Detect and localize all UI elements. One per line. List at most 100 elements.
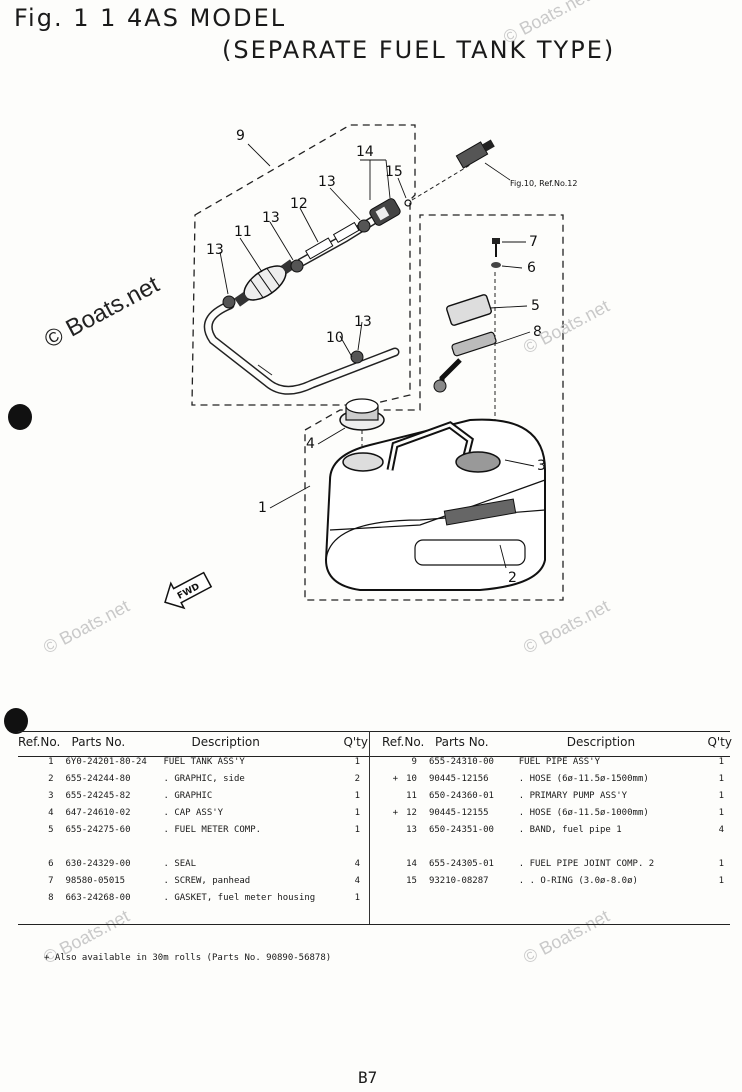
band-13-d <box>350 350 364 364</box>
pipe-12-a <box>305 237 334 260</box>
description-cell: . HOSE (6ø-11.5ø-1000mm) <box>518 807 649 818</box>
ref-note: Fig.10, Ref.No.12 <box>510 179 578 188</box>
description-cell: . HOSE (6ø-11.5ø-1500mm) <box>518 773 649 784</box>
description-cell: . CAP ASS'Y <box>163 807 224 818</box>
pipe-12-b <box>332 221 360 244</box>
callout-15: 15 <box>385 164 403 180</box>
callout-9: 9 <box>236 128 245 144</box>
description-cell: . SEAL <box>163 858 197 869</box>
parts-no-cell: 655-24244-80 <box>65 773 131 784</box>
parts-no-cell <box>429 838 519 855</box>
parts-no-cell: 650-24360-01 <box>428 790 494 801</box>
col-ref-no-right: Ref.No. <box>382 735 425 749</box>
callout-11: 11 <box>234 224 252 240</box>
description-cell: . . O-RING (3.0ø-8.0ø) <box>518 875 638 886</box>
table-row <box>18 838 368 855</box>
ref-no-cell: 7 <box>48 875 54 886</box>
ref-no-cell <box>376 838 429 855</box>
col-description: Description <box>191 735 260 749</box>
parts-no-cell <box>66 838 164 855</box>
table-row: 2 655-24244-80 . GRAPHIC, side 2 <box>18 770 368 787</box>
ref-no-cell: 9 <box>376 753 429 770</box>
replacement-mark: + <box>392 773 399 784</box>
description-cell <box>164 838 333 855</box>
description-cell: . SCREW, panhead <box>163 875 251 886</box>
qty-cell: 1 <box>718 807 724 818</box>
footnote: + Also available in 30m rolls (Parts No.… <box>44 953 332 963</box>
parts-no-cell: 655-24245-82 <box>65 790 131 801</box>
description-cell <box>519 838 698 855</box>
table-divider <box>369 731 370 924</box>
qty-cell: 1 <box>354 892 360 903</box>
ref-no-cell: 14 <box>376 855 429 872</box>
qty-cell: 2 <box>354 773 360 784</box>
callout-1: 1 <box>258 500 267 516</box>
ref-no-cell: 13 <box>376 821 429 838</box>
screw-7 <box>492 238 500 257</box>
exploded-parts-diagram: Fig.10, Ref.No.12 FWD <box>164 124 578 610</box>
table-header-rule <box>18 756 730 757</box>
table-top-rule <box>18 731 730 732</box>
ref-no-cell: 5 <box>48 824 54 835</box>
ref-no-value: 11 <box>406 790 417 801</box>
ref-no-cell: 2 <box>48 773 54 784</box>
parts-no-cell: 647-24610-02 <box>65 807 131 818</box>
replacement-mark: + <box>392 807 399 818</box>
fwd-arrow: FWD <box>164 571 213 610</box>
col-description-right: Description <box>566 735 636 749</box>
col-parts-no-right: Parts No. <box>434 735 489 749</box>
ref-no-cell <box>18 838 66 855</box>
qty-cell: 1 <box>354 824 360 835</box>
ref-no-value: 9 <box>411 756 417 767</box>
ref-no-value: 14 <box>406 858 417 869</box>
qty-cell: 1 <box>354 756 360 767</box>
ref-no-cell: 1 <box>48 756 54 767</box>
description-cell: . FUEL METER COMP. <box>163 824 262 835</box>
parts-no-cell: 90445-12156 <box>428 773 489 784</box>
table-row <box>376 838 732 855</box>
ref-no-value: 10 <box>406 773 417 784</box>
ref-no-cell: 11 <box>376 787 429 804</box>
fuel-pipe-assy-boundary <box>191 124 416 406</box>
qty-cell: 1 <box>718 773 724 784</box>
callout-4: 4 <box>306 436 315 452</box>
band-13-c <box>357 219 371 233</box>
qty-cell: 1 <box>354 790 360 801</box>
description-cell: . PRIMARY PUMP ASS'Y <box>518 790 628 801</box>
table-bottom-rule <box>18 924 730 925</box>
seal-6 <box>491 262 501 268</box>
ref-no-cell: +10 <box>376 770 429 787</box>
description-cell: . GRAPHIC, side <box>163 773 245 784</box>
primary-pump-bulb <box>234 259 296 307</box>
col-qty: Q'ty <box>343 735 368 749</box>
qty-cell <box>333 838 368 855</box>
callout-5: 5 <box>531 298 540 314</box>
parts-no-cell: 650-24351-00 <box>428 824 494 835</box>
band-13-b <box>290 259 304 273</box>
callout-13-d: 13 <box>354 314 372 330</box>
col-parts-no: Parts No. <box>71 735 126 749</box>
ref-no-cell: 15 <box>376 872 429 889</box>
parts-no-cell: 655-24310-00 <box>428 756 494 767</box>
fuel-cap <box>339 398 385 448</box>
callout-7: 7 <box>529 234 538 250</box>
callout-6: 6 <box>527 260 536 276</box>
description-cell: . GASKET, fuel meter housing <box>163 892 316 903</box>
qty-cell: 4 <box>718 824 724 835</box>
callout-2: 2 <box>508 570 517 586</box>
parts-no-cell: 663-24268-00 <box>65 892 131 903</box>
ref-no-value: 12 <box>406 807 417 818</box>
description-cell: FUEL PIPE ASS'Y <box>518 756 601 767</box>
watermark-6: © Boats.net <box>520 905 613 968</box>
callout-13-a: 13 <box>206 242 224 258</box>
